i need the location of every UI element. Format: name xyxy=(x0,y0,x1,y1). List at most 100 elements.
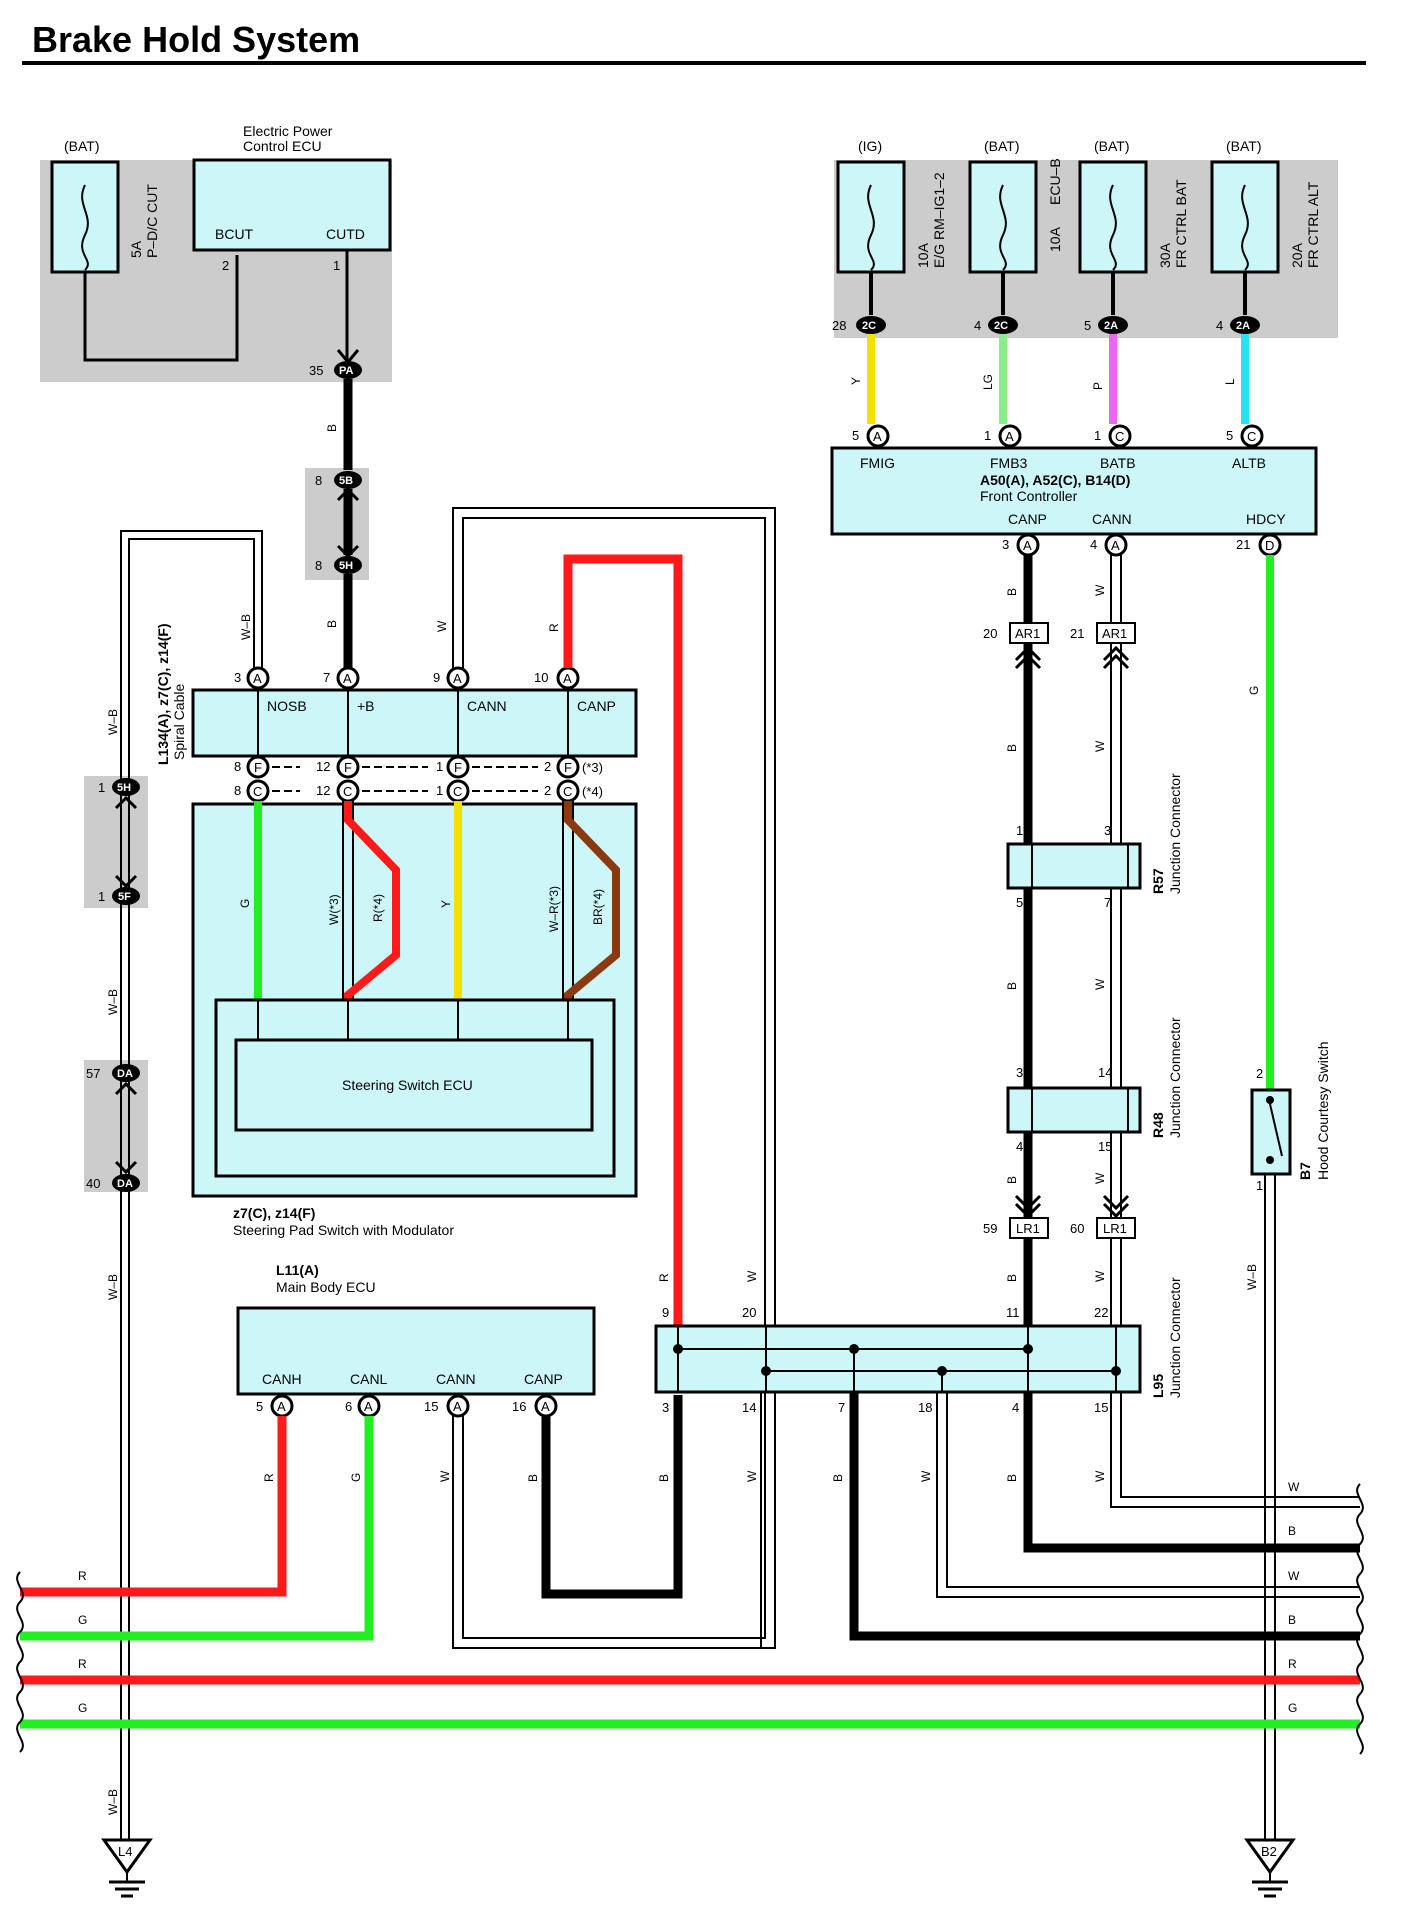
canh-r-wire xyxy=(20,1416,287,1597)
c-conn-label-3: C xyxy=(453,784,462,799)
l95-b-label-3: B xyxy=(1005,1474,1019,1482)
mbe-pin-15: 15 xyxy=(424,1399,438,1414)
l95-w-label-top: W xyxy=(745,1270,759,1282)
fc-cann: CANN xyxy=(1092,511,1132,527)
5f-label: 5F xyxy=(118,891,131,903)
r57-name: Junction Connector xyxy=(1167,773,1183,894)
fuse-symbol-icon xyxy=(1241,184,1249,271)
fc-altb: ALTB xyxy=(1232,455,1266,471)
bus-label-w-1: W xyxy=(1288,1480,1300,1494)
fuse-eg: (IG) 10A E/G RM–IG1–2 28 2C Y xyxy=(832,138,947,424)
bus-label-b-2: B xyxy=(1288,1613,1296,1627)
arrow-down-icon xyxy=(114,874,138,889)
fc-hdcy-pin: 21 xyxy=(1236,537,1250,552)
wire-label-b-canp-1: B xyxy=(1005,588,1019,596)
l95-w-label-3: W xyxy=(1093,1470,1107,1482)
bus-label-r-r: R xyxy=(1288,1657,1297,1671)
da40-pin: 40 xyxy=(86,1176,100,1191)
fc-fmig-conn-label: A xyxy=(873,429,882,444)
bus-label-g-r: G xyxy=(1288,1701,1297,1715)
fc-id: A50(A), A52(C), B14(D) xyxy=(980,472,1130,488)
spiral-id: L134(A), z7(C), z14(F) xyxy=(155,623,171,765)
fc-fmb3: FMB3 xyxy=(990,455,1028,471)
c-pin-8: 8 xyxy=(234,783,241,798)
c-conn-label-4: C xyxy=(563,784,572,799)
fc-altb-conn-label: C xyxy=(1247,429,1256,444)
lr1b-pin: 60 xyxy=(1070,1221,1084,1236)
ar1b-label: AR1 xyxy=(1102,626,1127,641)
r48-connector xyxy=(1006,1086,1142,1134)
mbe-cann: CANN xyxy=(436,1371,476,1387)
fralt-source: (BAT) xyxy=(1226,138,1262,154)
da57-connector xyxy=(112,1064,140,1082)
spiral-pin-3: 3 xyxy=(234,670,241,685)
ground-triangle-icon xyxy=(1244,1838,1296,1875)
l95-id: L95 xyxy=(1150,1374,1166,1398)
spiral-conn-a-3: A xyxy=(453,671,462,686)
fc-batb: BATB xyxy=(1100,455,1136,471)
epc-ecu-bcut: BCUT xyxy=(215,226,254,242)
note-3: (*3) xyxy=(582,760,603,775)
wire-label-w-cann-1: W xyxy=(1093,584,1107,596)
pad-r4-label: R(*4) xyxy=(371,894,385,922)
l95-node-5 xyxy=(1023,1344,1033,1354)
l95-pin-9: 9 xyxy=(662,1305,669,1320)
eg-conn: 2C xyxy=(862,320,876,332)
r57-pin-1: 1 xyxy=(1016,823,1023,838)
l95-node-2 xyxy=(761,1366,771,1376)
ar1a-label: AR1 xyxy=(1015,626,1040,641)
fc-hdcy: HDCY xyxy=(1246,511,1286,527)
fc-canp-pin: 3 xyxy=(1002,537,1009,552)
frbat-fuse-box xyxy=(1078,160,1148,274)
spiral-c-row: 8 C 12 C 1 C 2 C (*4) xyxy=(234,779,603,803)
wire-label-b-1: B xyxy=(325,424,339,432)
pad-w3-label: W(*3) xyxy=(327,894,341,925)
spiral-top-pins: 3 A 7 A 9 A 10 A xyxy=(234,666,580,690)
spiral-pin-9-conn xyxy=(446,666,470,690)
f-conn-4 xyxy=(556,755,580,779)
f-conn-2 xyxy=(336,755,360,779)
frbat-rating: 30A xyxy=(1157,242,1173,268)
pad-g-label: G xyxy=(238,899,252,908)
epc-ecu-name-2: Control ECU xyxy=(243,138,322,154)
arrow-up-icon xyxy=(114,1081,138,1096)
eg-pin: 28 xyxy=(832,318,846,333)
chevron-down-icon xyxy=(1102,1194,1130,1219)
fc-batb-conn xyxy=(1108,424,1132,448)
eg-source: (IG) xyxy=(858,138,882,154)
fralt-rating: 20A xyxy=(1289,242,1305,268)
ecub-name: ECU–B xyxy=(1047,158,1063,205)
5b-connector xyxy=(334,471,362,489)
wb-label-4: W–B xyxy=(106,1789,120,1815)
r48-pin-3: 3 xyxy=(1016,1065,1023,1080)
lr1b-label: LR1 xyxy=(1103,1221,1127,1236)
hood-contact-bottom xyxy=(1266,1156,1274,1164)
cann-w-loop-inner xyxy=(462,517,766,1639)
main-body-ecu-box xyxy=(236,1306,596,1396)
mbe-pin-6: 6 xyxy=(345,1399,352,1414)
chevron-up-icon xyxy=(1014,645,1042,670)
5h-pin: 1 xyxy=(98,780,105,795)
f-pin-2: 2 xyxy=(544,759,551,774)
f-pin-8: 8 xyxy=(234,759,241,774)
ecub-wire-label: LG xyxy=(981,374,995,390)
ecub-pin: 4 xyxy=(974,318,981,333)
r57-id: R57 xyxy=(1150,868,1166,894)
bus-label-g-l2: G xyxy=(78,1701,87,1715)
ground-left: L4 xyxy=(101,1838,153,1898)
spiral-canp: CANP xyxy=(577,698,616,714)
fralt-fuse-box xyxy=(1210,160,1280,274)
steering-switch-ecu-name: Steering Switch ECU xyxy=(342,1077,473,1093)
junction-da-panel xyxy=(84,1060,148,1192)
ground-right: B2 xyxy=(1244,1838,1296,1898)
ecub-rating: 10A xyxy=(1047,226,1063,252)
pa-connector xyxy=(334,361,362,379)
fc-fmb3-conn-label: A xyxy=(1005,429,1014,444)
5h-top-connector xyxy=(334,556,362,574)
lr1a-connector xyxy=(1009,1217,1049,1239)
hood-pin-top: 2 xyxy=(1256,1066,1263,1081)
break-mark-left xyxy=(16,1571,24,1753)
bus-label-g-l1: G xyxy=(78,1613,87,1627)
r57-pin-5: 5 xyxy=(1016,895,1023,910)
